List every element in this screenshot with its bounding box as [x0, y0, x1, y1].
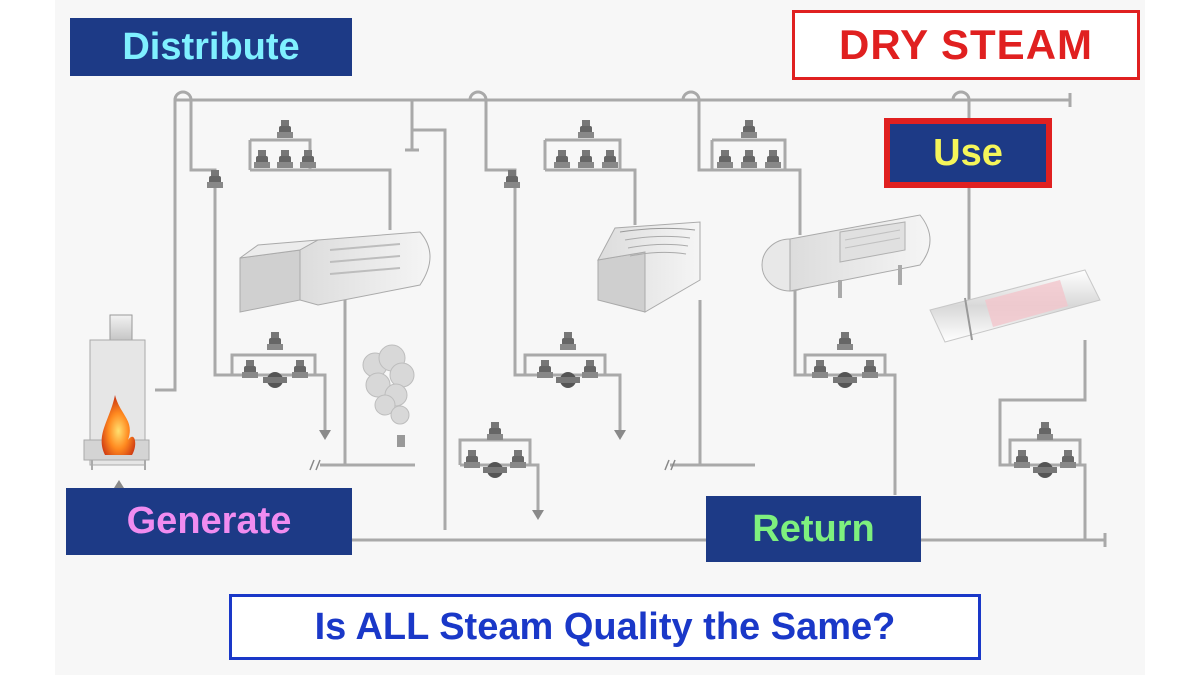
question-banner: Is ALL Steam Quality the Same?: [229, 594, 981, 660]
pipe-section-icon: [929, 269, 1101, 343]
steam-cloud-icon: [362, 344, 415, 447]
valve-station-icon: [207, 120, 781, 188]
use-label: Use: [884, 118, 1052, 188]
tank-icon: [761, 214, 931, 298]
drain-arrow-icon: [114, 430, 626, 520]
generate-label: Generate: [66, 488, 352, 555]
pipe-break-symbols: [309, 459, 676, 471]
dryer-icon: [597, 221, 701, 313]
flame-icon: [101, 395, 136, 455]
return-label: Return: [706, 496, 921, 562]
dry-steam-label: DRY STEAM: [792, 10, 1140, 80]
heat-exchanger-icon: [239, 231, 431, 313]
distribute-label: Distribute: [70, 18, 352, 76]
steam-trap-icon: [242, 332, 1076, 478]
